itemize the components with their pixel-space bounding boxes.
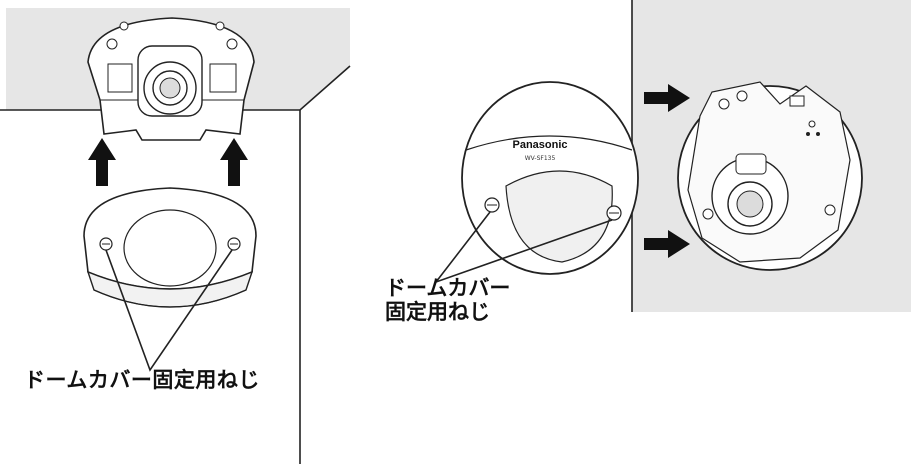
- callout-label-right-line1: ドームカバー: [385, 276, 511, 300]
- callout-label-right-line2: 固定用ねじ: [385, 300, 490, 325]
- cover-screw-right: [227, 237, 241, 251]
- brand-logo: Panasonic: [512, 139, 567, 151]
- dome-cover-left: [83, 187, 257, 308]
- callout-label-right: ドームカバー 固定用ねじ: [385, 276, 510, 324]
- up-arrow-left: [88, 138, 116, 186]
- model-number: WV-SF135: [525, 155, 556, 162]
- up-arrow-right: [220, 138, 248, 186]
- camera-base-ceiling: [87, 17, 255, 141]
- cover-screw-left: [99, 237, 113, 251]
- callout-leader-left: [105, 249, 233, 372]
- camera-base-wall: [677, 81, 863, 271]
- callout-label-left: ドームカバー固定用ねじ: [24, 368, 260, 392]
- callout-leader-right: [433, 211, 613, 284]
- dome-cover-right: [461, 81, 639, 275]
- right-arrow-bottom: [644, 230, 690, 258]
- right-arrow-top: [644, 84, 690, 112]
